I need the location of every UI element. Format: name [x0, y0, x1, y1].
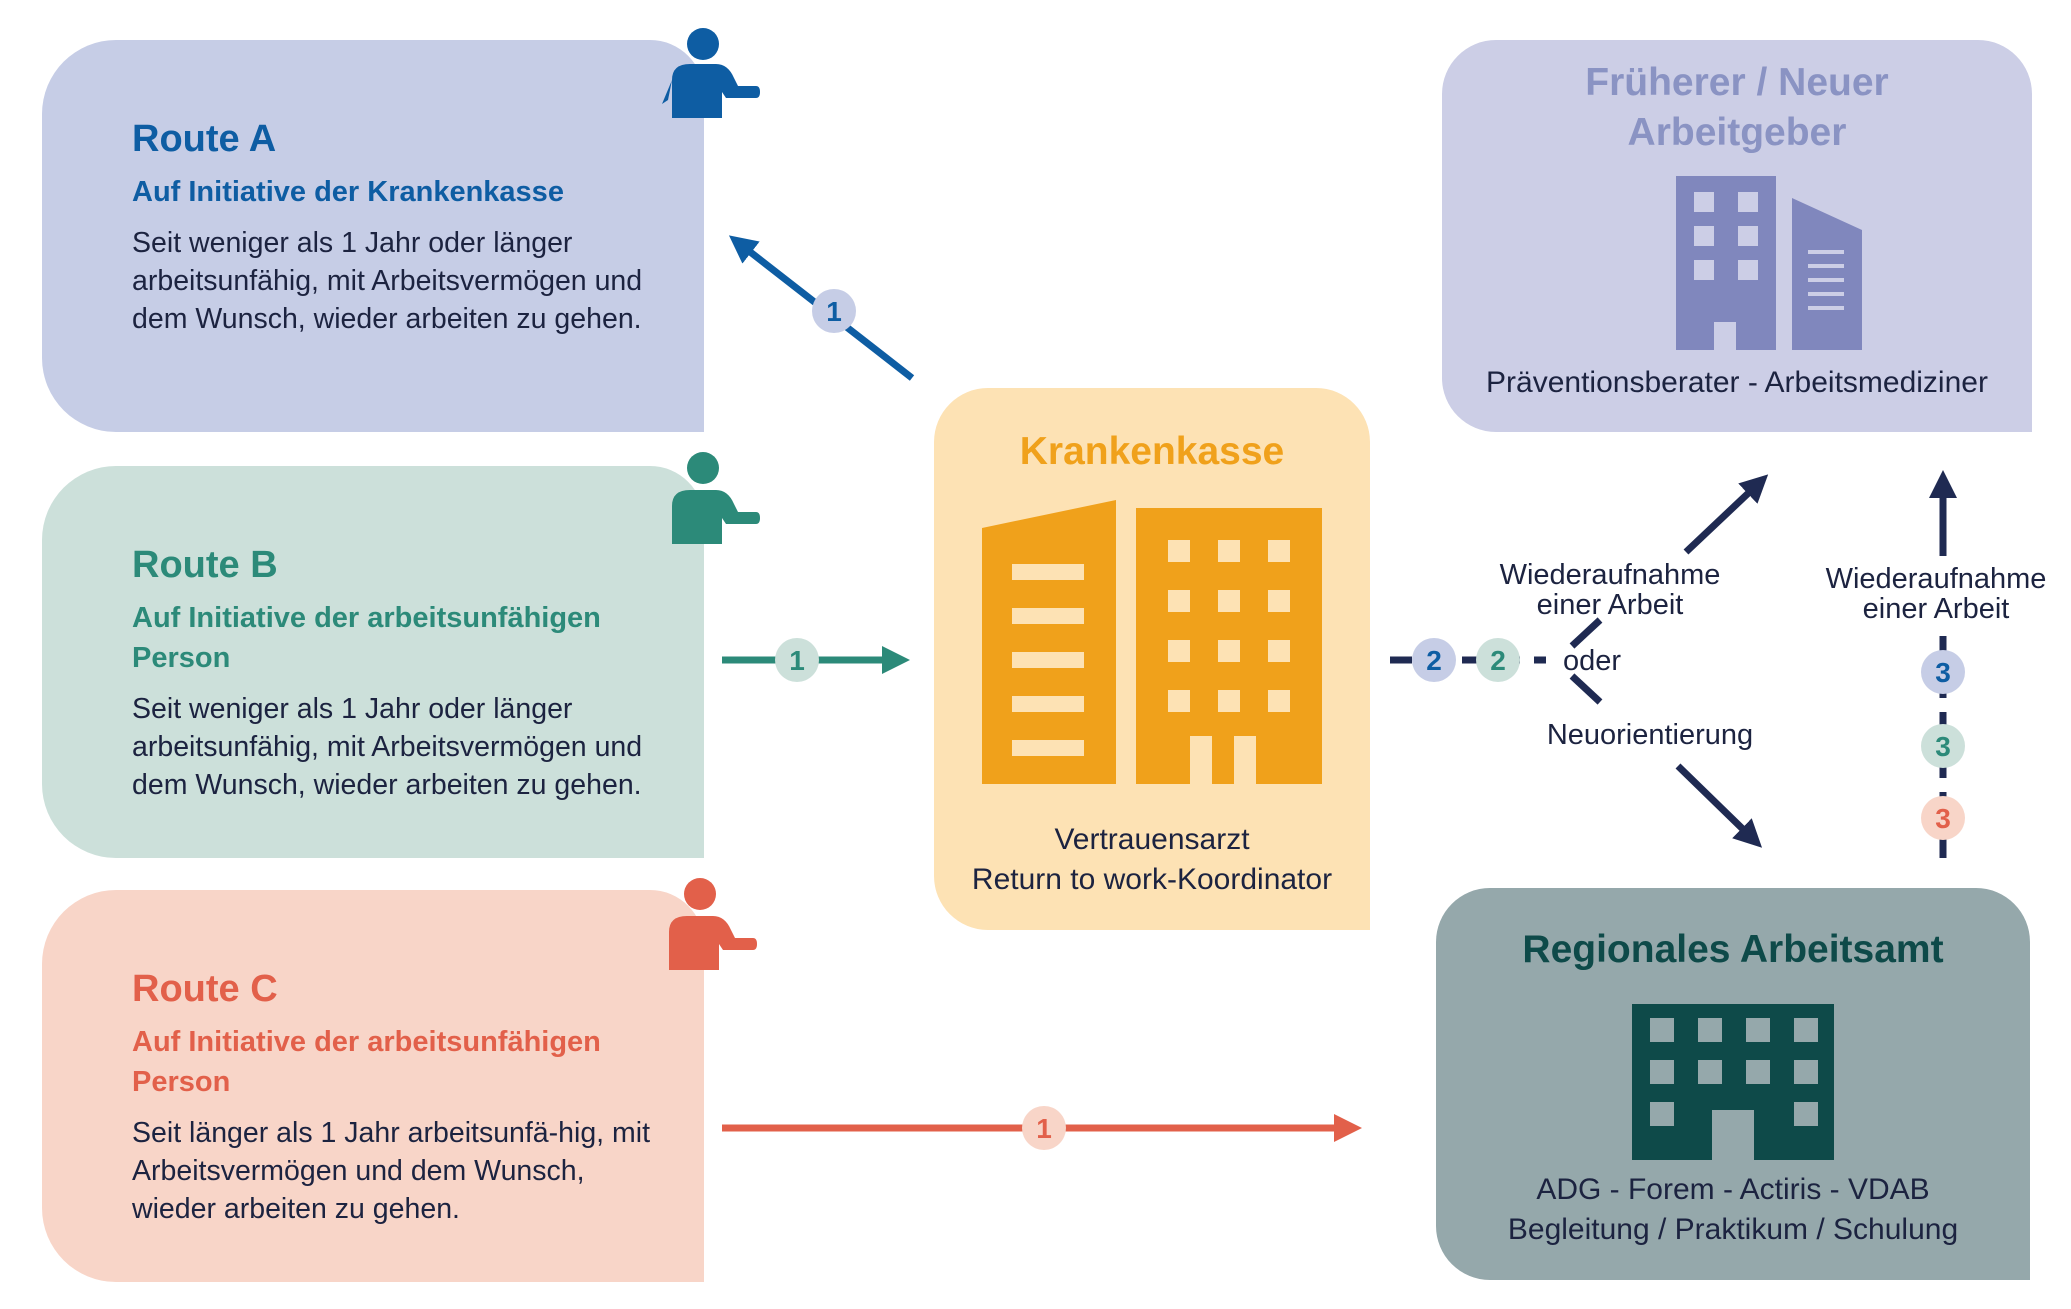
route-c-description: Seit länger als 1 Jahr arbeitsunfä-hig, … [132, 1117, 651, 1225]
step-2a-marker: 2 [1412, 638, 1456, 682]
step-3c-marker: 3 [1921, 796, 1965, 840]
resume-work-right-label-line1: Wiederaufnahme [1825, 563, 2047, 595]
step-b1-marker: 1 [775, 638, 819, 682]
route-a-title: Route A [132, 118, 277, 160]
step-2b-label: 2 [1490, 645, 1506, 676]
step-3a-marker: 3 [1921, 650, 1965, 694]
step-3c-label: 3 [1935, 803, 1951, 834]
reorientation-arrow [1675, 763, 1763, 848]
route-c-subtitle: Auf Initiative der arbeitsunfähigen Pers… [132, 1026, 601, 1098]
krankenkasse-staff: Vertrauensarzt Return to work-Koordinato… [934, 820, 1370, 900]
branch-line-down [1569, 673, 1603, 705]
resume-work-arrow [1683, 474, 1769, 555]
employment-office-title: Regionales Arbeitsamt [1522, 928, 1944, 971]
employer-title-line2: Arbeitgeber [1627, 111, 1847, 154]
route-c-box: Route C Auf Initiative der arbeitsunfähi… [42, 890, 704, 1282]
krankenkasse-title: Krankenkasse [1019, 430, 1285, 473]
route-b-box: Route B Auf Initiative der arbeitsunfähi… [42, 466, 704, 858]
step-3b-marker: 3 [1921, 724, 1965, 768]
step-a1-marker: 1 [812, 289, 856, 333]
step-a1-label: 1 [826, 296, 842, 327]
step-2a-label: 2 [1426, 645, 1442, 676]
krankenkasse-staff-line2: Return to work-Koordinator [971, 863, 1333, 896]
or-label: oder [1562, 645, 1622, 677]
resume-work-label-line2: einer Arbeit [1536, 589, 1684, 621]
route-b-title: Route B [132, 544, 278, 586]
resume-work-label: Wiederaufnahme einer Arbeit [1480, 560, 1740, 620]
step-b1-label: 1 [789, 645, 805, 676]
krankenkasse-staff-line1: Vertrauensarzt [1054, 823, 1250, 856]
route-c-title: Route C [132, 968, 278, 1010]
step-c1-marker: 1 [1022, 1106, 1066, 1150]
step-3b-label: 3 [1935, 731, 1951, 762]
employment-office-staff: ADG - Forem - Actiris - VDAB Begleitung … [1436, 1170, 2030, 1250]
reorientation-label: Neuorientierung [1546, 719, 1754, 751]
step-2b-marker: 2 [1476, 638, 1520, 682]
route-a-subtitle: Auf Initiative der Krankenkasse [132, 176, 564, 208]
route-a-arrow [728, 235, 915, 381]
employer-title-line1: Früherer / Neuer [1585, 61, 1889, 104]
resume-work-label-line1: Wiederaufnahme [1499, 559, 1721, 591]
route-a-box: Route A Auf Initiative der Krankenkasse … [42, 40, 704, 432]
employer-box: Früherer / Neuer Arbeitgeber Präventions… [1442, 40, 2032, 432]
employer-staff: Präventionsberater - Arbeitsmediziner [1486, 366, 1988, 399]
employer-title: Früherer / Neuer Arbeitgeber [1442, 58, 2032, 158]
resume-work-right-label-line2: einer Arbeit [1862, 593, 2010, 625]
employment-office-staff-line2: Begleitung / Praktikum / Schulung [1507, 1213, 1959, 1246]
krankenkasse-box: Krankenkasse Vertrauensarzt Return to wo… [934, 388, 1370, 930]
route-b-subtitle: Auf Initiative der arbeitsunfähigen Pers… [132, 602, 601, 674]
route-a-description: Seit weniger als 1 Jahr oder länger arbe… [132, 227, 643, 335]
employment-office-box: Regionales Arbeitsamt ADG - Forem - Acti… [1436, 888, 2030, 1280]
step-3a-label: 3 [1935, 657, 1951, 688]
route-b-description: Seit weniger als 1 Jahr oder länger arbe… [132, 693, 643, 801]
branch-line-up [1569, 617, 1603, 649]
employment-office-staff-line1: ADG - Forem - Actiris - VDAB [1536, 1173, 1930, 1206]
step-c1-label: 1 [1036, 1113, 1052, 1144]
resume-work-right-label: Wiederaufnahme einer Arbeit [1806, 564, 2066, 624]
